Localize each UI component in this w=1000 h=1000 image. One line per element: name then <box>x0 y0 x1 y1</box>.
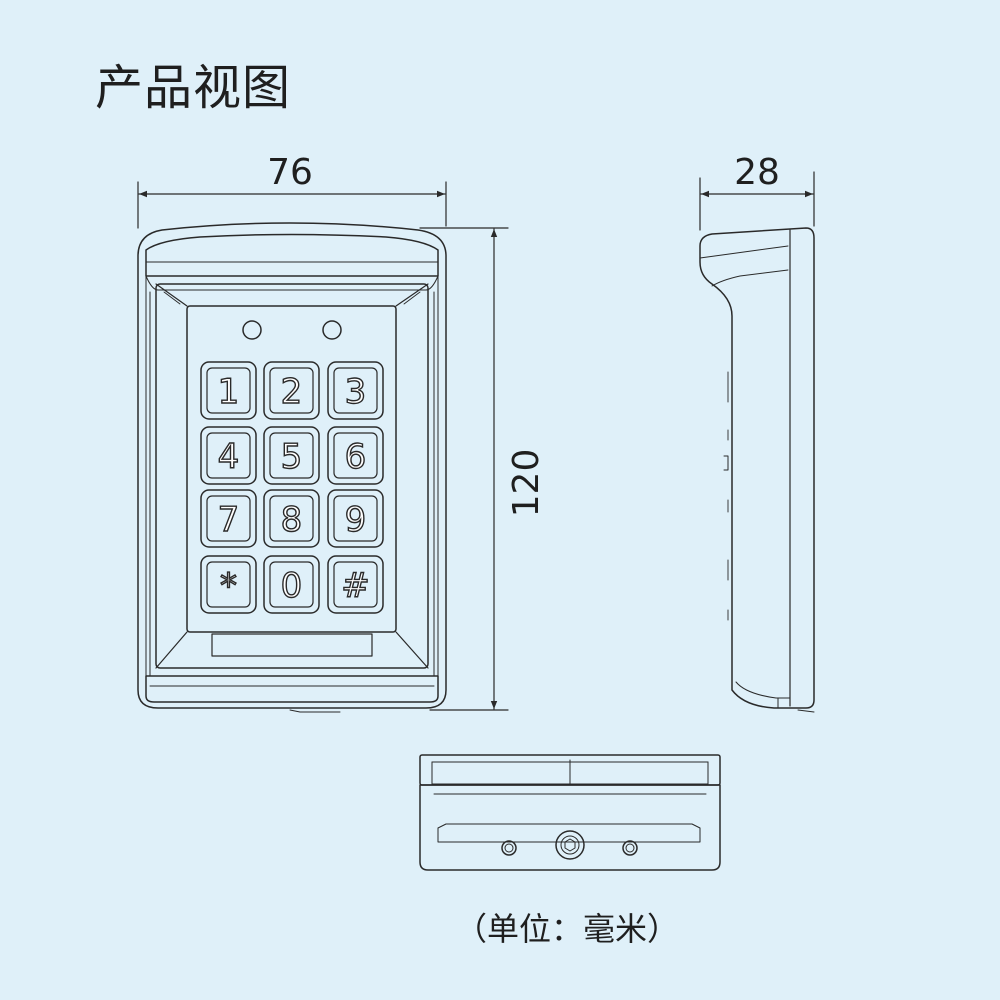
keypad-key-label: 7 <box>218 500 240 540</box>
keypad-key-label: * <box>220 566 237 606</box>
front-bottom-band <box>145 675 439 703</box>
height-dimension <box>419 227 509 711</box>
front-top-cap <box>145 233 439 277</box>
bottom-view <box>419 754 721 871</box>
mounting-hole-left <box>501 840 517 856</box>
side-housing-outline <box>699 227 815 709</box>
keypad-key-label: 2 <box>281 372 303 412</box>
width-dimension-label: 76 <box>267 152 313 193</box>
label-strip <box>211 633 373 657</box>
depth-dimension-label: 28 <box>734 152 780 193</box>
keypad-key-label: # <box>341 566 370 606</box>
led-indicator-right <box>322 320 342 340</box>
keypad-key[interactable]: 2 <box>263 361 320 420</box>
side-view <box>699 227 815 713</box>
keypad-key-label: 1 <box>218 372 240 412</box>
keypad-key[interactable]: 4 <box>200 426 257 485</box>
keypad-key-label: 3 <box>345 372 367 412</box>
keypad-key[interactable]: 5 <box>263 426 320 485</box>
unit-note: （单位：毫米） <box>455 910 680 948</box>
keypad-key[interactable]: 3 <box>327 361 384 420</box>
keypad-key[interactable]: 0 <box>263 555 320 614</box>
front-housing-outline <box>137 222 447 709</box>
keypad-key[interactable]: 9 <box>327 489 384 548</box>
mounting-hole-right <box>622 840 638 856</box>
bottom-body-outline <box>419 784 721 871</box>
keypad-key-label: 8 <box>281 500 303 540</box>
security-screw <box>555 830 585 860</box>
keypad-key[interactable]: 7 <box>200 489 257 548</box>
keypad-key[interactable]: 6 <box>327 426 384 485</box>
led-indicator-left <box>242 320 262 340</box>
keypad-key[interactable]: 8 <box>263 489 320 548</box>
width-dimension <box>137 181 447 229</box>
keypad: 1 2 3 4 5 6 7 8 9 * 0 # <box>200 361 384 614</box>
page-title: 产品视图 <box>95 60 292 116</box>
keypad-key-label: 0 <box>281 566 303 606</box>
front-panel-outer <box>155 283 429 669</box>
depth-dimension <box>699 171 815 231</box>
front-panel-inner <box>186 305 397 633</box>
keypad-key[interactable]: * <box>200 555 257 614</box>
height-dimension-label: 120 <box>506 449 547 518</box>
keypad-key-label: 6 <box>345 437 367 477</box>
keypad-key[interactable]: 1 <box>200 361 257 420</box>
front-view <box>137 222 447 713</box>
keypad-key-label: 9 <box>345 500 367 540</box>
keypad-key-label: 5 <box>281 437 303 477</box>
keypad-key-label: 4 <box>218 437 240 477</box>
keypad-key[interactable]: # <box>327 555 384 614</box>
